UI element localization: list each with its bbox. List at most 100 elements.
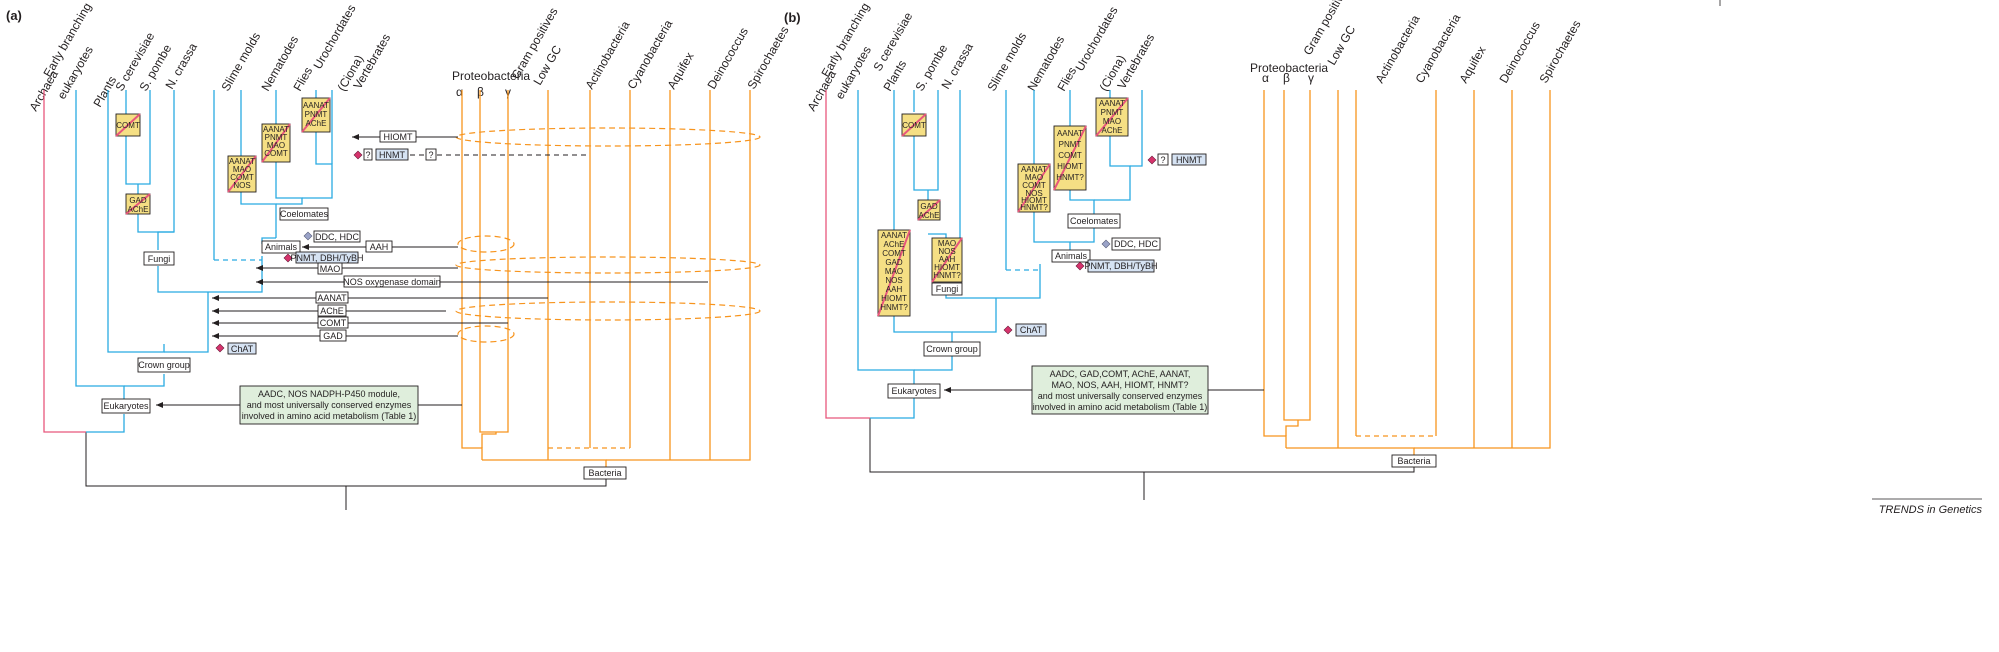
transfer-hnmt: HNMT [379, 150, 405, 160]
beta-gamma [479, 90, 509, 448]
taxon-b-alpha: α [1262, 71, 1269, 85]
transfer-comt: COMT [320, 318, 347, 328]
svg-text:involved in amino acid metabol: involved in amino acid metabolism (Table… [1033, 402, 1208, 412]
svg-text:HNMT?: HNMT? [880, 303, 908, 312]
taxon-b-early-branching: Early branching [818, 0, 872, 79]
panel-b-lost-gad-ache: GAD AChE [917, 199, 941, 221]
svg-text:HNMT?: HNMT? [1020, 203, 1048, 212]
taxon-b-gamma: γ [1308, 71, 1314, 85]
svg-text:NOS: NOS [1025, 189, 1042, 198]
taxon-b-aquifex: Aquifex [1456, 44, 1488, 86]
svg-text:PNMT: PNMT [265, 133, 288, 142]
svg-text:MAO: MAO [1103, 117, 1121, 126]
to-crown-b [914, 356, 953, 371]
panel-b-lost-ncrassa: MAO NOS AAH HIOMT HNMT? [931, 237, 963, 283]
taxon-aquifex: Aquifex [664, 50, 696, 92]
svg-text:AANAT: AANAT [881, 231, 907, 240]
panel-a-lost-nematodes: AANAT MAO COMT NOS [227, 155, 257, 193]
svg-text:AANAT: AANAT [1099, 99, 1125, 108]
svg-text:AChE: AChE [884, 240, 905, 249]
archaea-branch [43, 90, 86, 433]
svg-text:?: ? [428, 150, 433, 160]
fungi-ncrassa [157, 90, 175, 250]
panel-a-node-fungi: Fungi [143, 251, 175, 266]
svg-text:PNMT: PNMT [305, 110, 328, 119]
vert-b [1130, 90, 1143, 167]
spiro [606, 90, 751, 461]
plants-b [893, 316, 953, 342]
taxon-b-proteobacteria: Proteobacteria [1250, 61, 1328, 75]
gram-actino-cyano [547, 90, 631, 460]
svg-text:Coelomates: Coelomates [280, 209, 329, 219]
panel-b-lost-vertebrates: AANAT PNMT MAO AChE [1095, 97, 1129, 137]
svg-text:MAO: MAO [233, 165, 251, 174]
panel-b-taxa: Archaea Early branching eukaryotes Plant… [804, 0, 1583, 114]
svg-text:Animals: Animals [265, 242, 298, 252]
svg-text:MAO: MAO [938, 239, 956, 248]
gram-actino-cyano-b [1337, 90, 1437, 448]
taxon-b-spirochaetes: Spirochaetes [1536, 18, 1583, 86]
nematodes [240, 90, 277, 238]
svg-text:COMT: COMT [1058, 151, 1082, 160]
svg-text:AChE: AChE [1102, 126, 1123, 135]
taxon-b-slime-molds: Slime molds [984, 30, 1029, 94]
svg-text:and most universally conserved: and most universally conserved enzymes [1038, 391, 1203, 401]
svg-text:NOS: NOS [938, 247, 955, 256]
flies-b [1069, 90, 1095, 214]
crown-to-opisth [164, 292, 209, 353]
svg-text:MAO: MAO [1025, 173, 1043, 182]
panel-b-node-crown: Crown group [923, 341, 981, 357]
svg-text:HIOMT: HIOMT [934, 263, 960, 272]
taxon-deinococcus: Deinococcus [704, 25, 750, 91]
svg-text:Coelomates: Coelomates [1070, 216, 1119, 226]
taxon-b-deinococcus: Deinococcus [1496, 19, 1542, 85]
panel-a-node-crown: Crown group [137, 357, 191, 373]
yeasts [137, 214, 174, 233]
svg-text:COMT: COMT [1022, 181, 1046, 190]
svg-text:GAD: GAD [129, 196, 147, 205]
transfer-b-chat: ChAT [1020, 325, 1043, 335]
svg-text:Crown group: Crown group [926, 344, 978, 354]
svg-text:and most universally conserved: and most universally conserved enzymes [247, 400, 412, 410]
panel-b-transfers: ? HNMT DDC, HDC PNMT, DBH/TyBH ChAT [1003, 153, 1207, 337]
panel-a-node-coelomates: Coelomates [279, 207, 329, 221]
to-crown [124, 374, 165, 387]
transfer-b-ddc: DDC, HDC [1114, 239, 1158, 249]
svg-text:Crown group: Crown group [138, 360, 190, 370]
transfer-b-pnmt: PNMT, DBH/TyBH [1084, 261, 1157, 271]
svg-text:PNMT: PNMT [1059, 140, 1082, 149]
panel-a-node-eukaryotes: Eukaryotes [101, 398, 151, 414]
svg-text:MAO: MAO [267, 141, 285, 150]
svg-text:GAD: GAD [920, 202, 938, 211]
svg-text:AANAT: AANAT [303, 101, 329, 110]
transfer-mao: MAO [320, 264, 341, 274]
to-animals [208, 256, 263, 293]
panel-b-node-eukaryotes: Eukaryotes [887, 383, 941, 399]
panel-b-lost-comt: COMT [901, 113, 927, 137]
svg-text:Fungi: Fungi [936, 284, 959, 294]
svg-text:GAD: GAD [885, 258, 903, 267]
taxon-actinobacteria: Actinobacteria [582, 18, 632, 91]
root-branch-b [869, 418, 1415, 473]
svg-text:PNMT: PNMT [1101, 108, 1124, 117]
taxon-alpha: α [456, 85, 463, 99]
to-coel-b [1070, 228, 1095, 243]
panel-b-eukaryote-note: AADC, GAD,COMT, AChE, AANAT, MAO, NOS, A… [944, 365, 1264, 415]
panel-a-lost-vertebrates: AANAT PNMT AChE [301, 97, 331, 133]
panel-a-transfers: HIOMT ? HNMT ? DDC, HDC AAH PNMT, DBH/Ty… [212, 127, 761, 355]
transfer-ache: AChE [320, 306, 344, 316]
panel-b-lost-flies: AANAT PNMT COMT HIOMT HNMT? [1053, 125, 1087, 191]
svg-text:AANAT: AANAT [1021, 165, 1047, 174]
svg-text:Fungi: Fungi [148, 254, 171, 264]
panel-b-node-bacteria: Bacteria [1391, 454, 1437, 468]
root-branch [85, 432, 607, 487]
transfer-aah: AAH [370, 242, 389, 252]
taxon-b-beta: β [1283, 71, 1290, 85]
svg-text:Eukaryotes: Eukaryotes [103, 401, 149, 411]
archaea-branch-b [825, 90, 870, 419]
early-euk-b [857, 90, 915, 384]
panel-a-node-animals: Animals [261, 240, 301, 254]
nematodes-b [1033, 212, 1071, 250]
svg-text:AADC, NOS NADPH-P450 module,: AADC, NOS NADPH-P450 module, [258, 389, 400, 399]
svg-text:COMT: COMT [882, 249, 906, 258]
